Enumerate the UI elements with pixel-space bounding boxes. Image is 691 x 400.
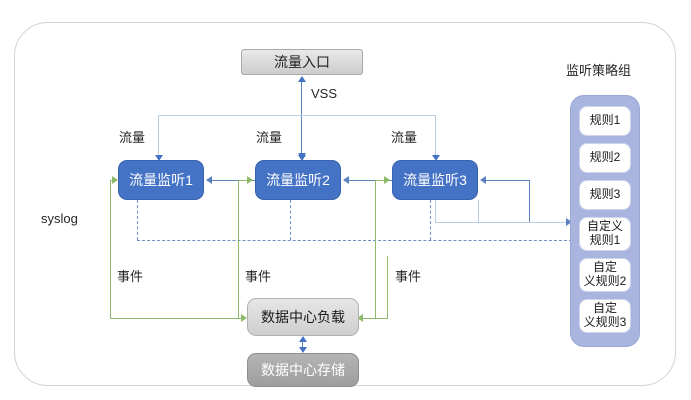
event-line-right-vertical [387,256,388,319]
policy-dash-drop-1 [137,200,138,240]
event-label-3: 事件 [395,269,422,284]
policy-group-title: 监听策略组 [566,63,632,78]
event-line-2-vertical [238,180,239,319]
monitor2-to-monitor1-arrow-icon [206,176,212,184]
syslog-label: syslog [41,211,78,226]
monitor3-policy-drop-b [478,200,479,222]
policy-to-monitor3-riser [529,180,530,222]
distribution-bus-line [158,115,436,116]
monitor3-policy-arrow-icon [566,218,572,226]
vss-arrow-up-icon [298,76,306,82]
policy-dash-drop-3 [430,200,431,240]
distribution-drop-3 [435,115,436,158]
node-datacenter-load-label: 数据中心负载 [261,309,345,325]
node-traffic-entry-label: 流量入口 [274,54,330,70]
event-line-3-vertical [375,180,376,319]
node-traffic-monitor-1-label: 流量监听1 [129,172,193,188]
flow-arrow-2-icon [298,155,306,161]
event-line-right-to-load [363,318,387,319]
load-to-store-arrow-up-icon [299,336,307,342]
event-label-2: 事件 [245,269,272,284]
load-to-store-arrow-down-icon [299,347,307,353]
distribution-drop-1 [158,115,159,158]
event-arrow-into-monitor3-icon [384,176,390,184]
rule-item-custom-1[interactable]: 自定义 规则1 [579,217,631,251]
monitor3-policy-drop-a [435,200,436,222]
rule-item-custom-2[interactable]: 自定 义规则2 [579,258,631,292]
flow-label-1: 流量 [119,130,146,145]
node-datacenter-storage-label: 数据中心存储 [261,362,345,378]
flow-label-2: 流量 [256,130,283,145]
monitor3-to-monitor2-arrow-icon [343,176,349,184]
flow-label-3: 流量 [391,130,418,145]
rule-item-custom-3[interactable]: 自定 义规则3 [579,299,631,333]
policy-dash-drop-2 [290,200,291,240]
event-arrow-into-monitor1-icon [112,176,118,184]
vss-connector-line [301,80,302,158]
monitor3-to-monitor2-line [349,180,392,181]
load-to-store-line [302,338,303,352]
rule-item-1[interactable]: 规则1 [579,106,631,136]
node-traffic-monitor-3-label: 流量监听3 [403,172,467,188]
flow-arrow-3-icon [432,155,440,161]
monitor3-policy-bus-line [435,222,570,223]
vss-label: VSS [311,86,338,101]
policy-subscription-bus [137,240,572,241]
event-arrow-left-into-load-icon [241,314,247,322]
policy-to-monitor3-arrow-icon [480,176,486,184]
event-line-1-vertical [110,180,111,319]
node-traffic-monitor-2[interactable]: 流量监听2 [255,160,341,200]
event-arrow-into-monitor2-icon [247,176,253,184]
rule-item-3[interactable]: 规则3 [579,180,631,210]
event-line-3-into-monitor3 [375,180,386,181]
node-traffic-monitor-2-label: 流量监听2 [266,172,330,188]
node-traffic-entry[interactable]: 流量入口 [241,49,363,75]
rule-item-2[interactable]: 规则2 [579,143,631,173]
node-datacenter-storage[interactable]: 数据中心存储 [247,353,359,387]
event-label-1: 事件 [117,269,144,284]
policy-to-monitor3-line [486,180,529,181]
node-traffic-monitor-1[interactable]: 流量监听1 [118,160,204,200]
event-line-2-into-monitor2 [238,180,249,181]
monitor2-to-monitor1-line [212,180,255,181]
event-line-1-to-load [110,318,244,319]
node-datacenter-load[interactable]: 数据中心负载 [247,298,359,336]
flow-arrow-1-icon [155,155,163,161]
policy-group-panel: 规则1 规则2 规则3 自定义 规则1 自定 义规则2 自定 义规则3 [570,95,640,347]
node-traffic-monitor-3[interactable]: 流量监听3 [392,160,478,200]
event-arrow-right-into-load-icon [357,314,363,322]
